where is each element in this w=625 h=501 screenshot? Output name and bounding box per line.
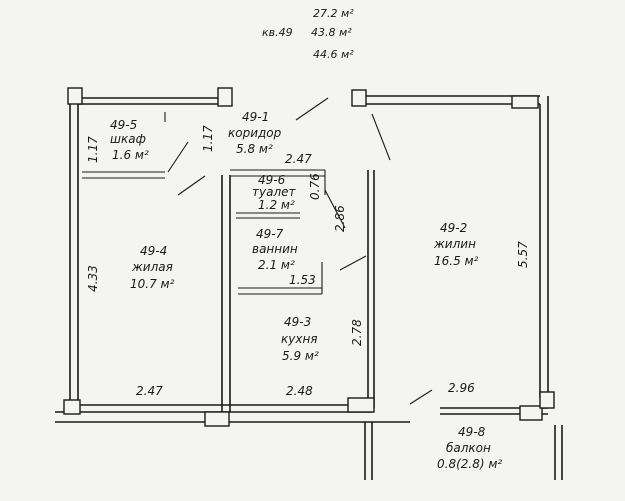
room-49-4-code: 49-4 [140,244,167,258]
wall-columns [63,87,555,427]
room-49-2-name: жилин [433,237,476,251]
room-49-2-area: 16.5 м² [434,254,479,268]
dim-2-47-top: 2.47 [285,152,312,166]
room-49-3-name: кухня [281,332,318,346]
wall-closet [82,171,165,179]
room-49-7-code: 49-7 [256,227,284,241]
door-living [371,113,391,161]
dim-0-76: 0.76 [308,173,322,200]
wall-right-outer [539,96,549,405]
dim-2-48: 2.48 [286,384,313,398]
wall-bath-bottom [238,262,323,295]
door-bedroom [177,175,206,196]
room-49-5-name: шкаф [110,132,146,146]
wall-balcony [364,422,563,480]
column-bottom-left [63,399,81,415]
wall-left-outer [69,98,79,412]
column-top-right [511,95,539,109]
room-labels: 49-5 шкаф 1.6 м² 49-1 коридор 5.8 м² 49-… [110,110,502,471]
door-toilet [324,189,346,229]
room-49-6-code: 49-6 [258,173,286,187]
column-balcony [519,405,543,421]
room-49-7-name: ваннин [252,242,298,256]
living-area-total: 27.2 м² [313,7,354,20]
wall-toilet-bath [236,212,300,219]
dim-2-96: 2.96 [448,381,475,395]
room-49-8-name: балкон [446,441,491,455]
room-49-3-area: 5.9 м² [282,349,319,363]
dim-1-17-corridor: 1.17 [201,125,215,152]
room-49-2-code: 49-2 [440,221,467,235]
door-balcony [409,389,433,405]
dim-2-86: 2.86 [333,205,347,232]
column-right-bottom [539,391,555,409]
doors [167,97,433,405]
room-49-4-name: жилая [131,260,173,274]
wall-inner-vertical-left [221,175,231,412]
room-49-4-area: 10.7 м² [130,277,175,291]
dim-2-47-bottom: 2.47 [136,384,163,398]
room-49-3-code: 49-3 [284,315,311,329]
column-top-right-left [351,89,367,107]
apartment-area-with-balcony: 44.6 м² [313,48,354,61]
dim-2-78: 2.78 [350,319,364,346]
wall-stub-corridor [339,255,367,271]
room-49-7-area: 2.1 м² [258,258,295,272]
room-49-8-code: 49-8 [458,425,486,439]
room-49-8-area: 0.8(2.8) м² [437,457,502,471]
wall-top-right [362,95,540,105]
dim-1-53: 1.53 [289,273,316,287]
column-bottom-mid [204,411,230,427]
room-49-5-code: 49-5 [110,118,137,132]
column-bottom-right [347,397,375,413]
door-entrance [295,97,329,121]
dim-1-17-closet: 1.17 [86,136,100,163]
room-49-6-name: туалет [252,185,296,199]
room-49-1-name: коридор [228,126,282,140]
door-closet [167,141,189,173]
plan-header: 27.2 м² кв.49 43.8 м² 44.6 м² [262,7,354,61]
room-49-6-area: 1.2 м² [258,198,295,212]
room-49-5-area: 1.6 м² [112,148,149,162]
apartment-area-total: 43.8 м² [311,26,352,39]
room-49-1-code: 49-1 [242,110,269,124]
apartment-number: кв.49 [262,26,293,39]
column-top-mid [217,87,233,107]
dimension-labels: 1.17 1.17 2.47 0.76 2.86 1.53 4.33 5.57 … [86,125,530,398]
column-top-left [67,87,83,105]
room-49-1-area: 5.8 м² [236,142,273,156]
wall-top-left [78,97,228,105]
wall-inner-vertical-right [367,170,375,408]
dim-4-33: 4.33 [86,265,100,292]
dim-5-57: 5.57 [516,241,530,268]
